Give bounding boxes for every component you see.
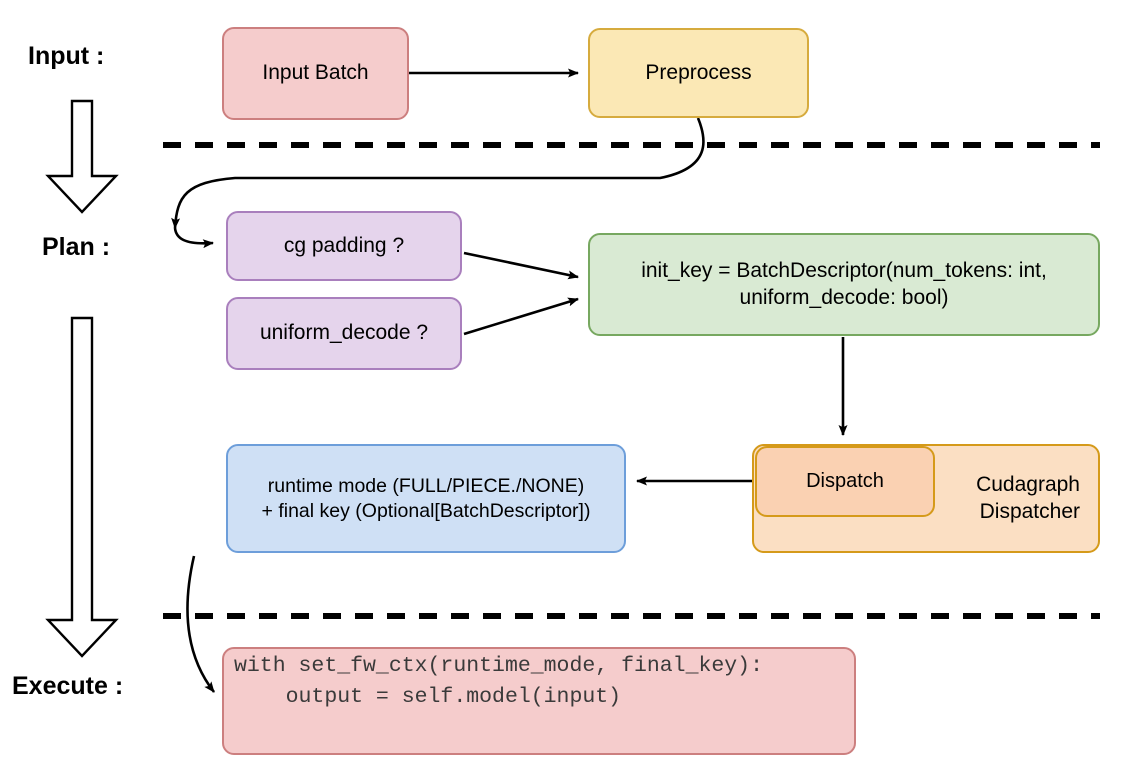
stage-label-input: Input :	[28, 42, 105, 70]
node-preprocess[interactable]: Preprocess	[588, 28, 809, 118]
node-input-batch-label: Input Batch	[262, 61, 369, 85]
node-execute-code-line1: with set_fw_ctx(runtime_mode, final_key)…	[234, 654, 763, 678]
node-init-key-line2: uniform_decode: bool)	[739, 285, 949, 309]
node-runtime-mode-line2: + final key (Optional[BatchDescriptor])	[261, 499, 591, 522]
node-runtime-mode-line1: runtime mode (FULL/PIECE./NONE)	[267, 474, 585, 497]
arrow-preprocess-to-cg-padding-tail	[173, 227, 214, 249]
stage-label-plan: Plan :	[42, 233, 111, 261]
node-preprocess-label: Preprocess	[645, 60, 752, 84]
node-cudagraph-dispatcher-line1: Cudagraph	[976, 472, 1080, 496]
arrow-runtime-mode-to-execute-code	[186, 555, 216, 693]
node-uniform-decode[interactable]: uniform_decode ?	[226, 297, 462, 370]
input-to-plan-block-arrow	[45, 99, 119, 214]
node-dispatch-label: Dispatch	[806, 469, 884, 492]
node-init-key[interactable]: init_key = BatchDescriptor(num_tokens: i…	[588, 233, 1100, 336]
node-input-batch[interactable]: Input Batch	[222, 27, 409, 120]
stage-label-execute: Execute :	[12, 672, 124, 700]
plan-to-execute-block-arrow	[45, 316, 119, 658]
node-cg-padding[interactable]: cg padding ?	[226, 211, 462, 281]
node-cg-padding-label: cg padding ?	[283, 233, 405, 257]
arrow-uniform-decode-to-init-key	[463, 297, 579, 336]
node-execute-code[interactable]: with set_fw_ctx(runtime_mode, final_key)…	[222, 647, 856, 755]
node-dispatch[interactable]: Dispatch	[755, 446, 935, 517]
node-cudagraph-dispatcher-line2: Dispatcher	[979, 499, 1080, 523]
node-uniform-decode-label: uniform_decode ?	[259, 321, 429, 345]
node-runtime-mode[interactable]: runtime mode (FULL/PIECE./NONE) + final …	[226, 444, 626, 553]
node-execute-code-line2: output = self.model(input)	[234, 685, 622, 710]
node-init-key-line1: init_key = BatchDescriptor(num_tokens: i…	[641, 258, 1047, 282]
arrow-cg-padding-to-init-key	[463, 251, 579, 280]
